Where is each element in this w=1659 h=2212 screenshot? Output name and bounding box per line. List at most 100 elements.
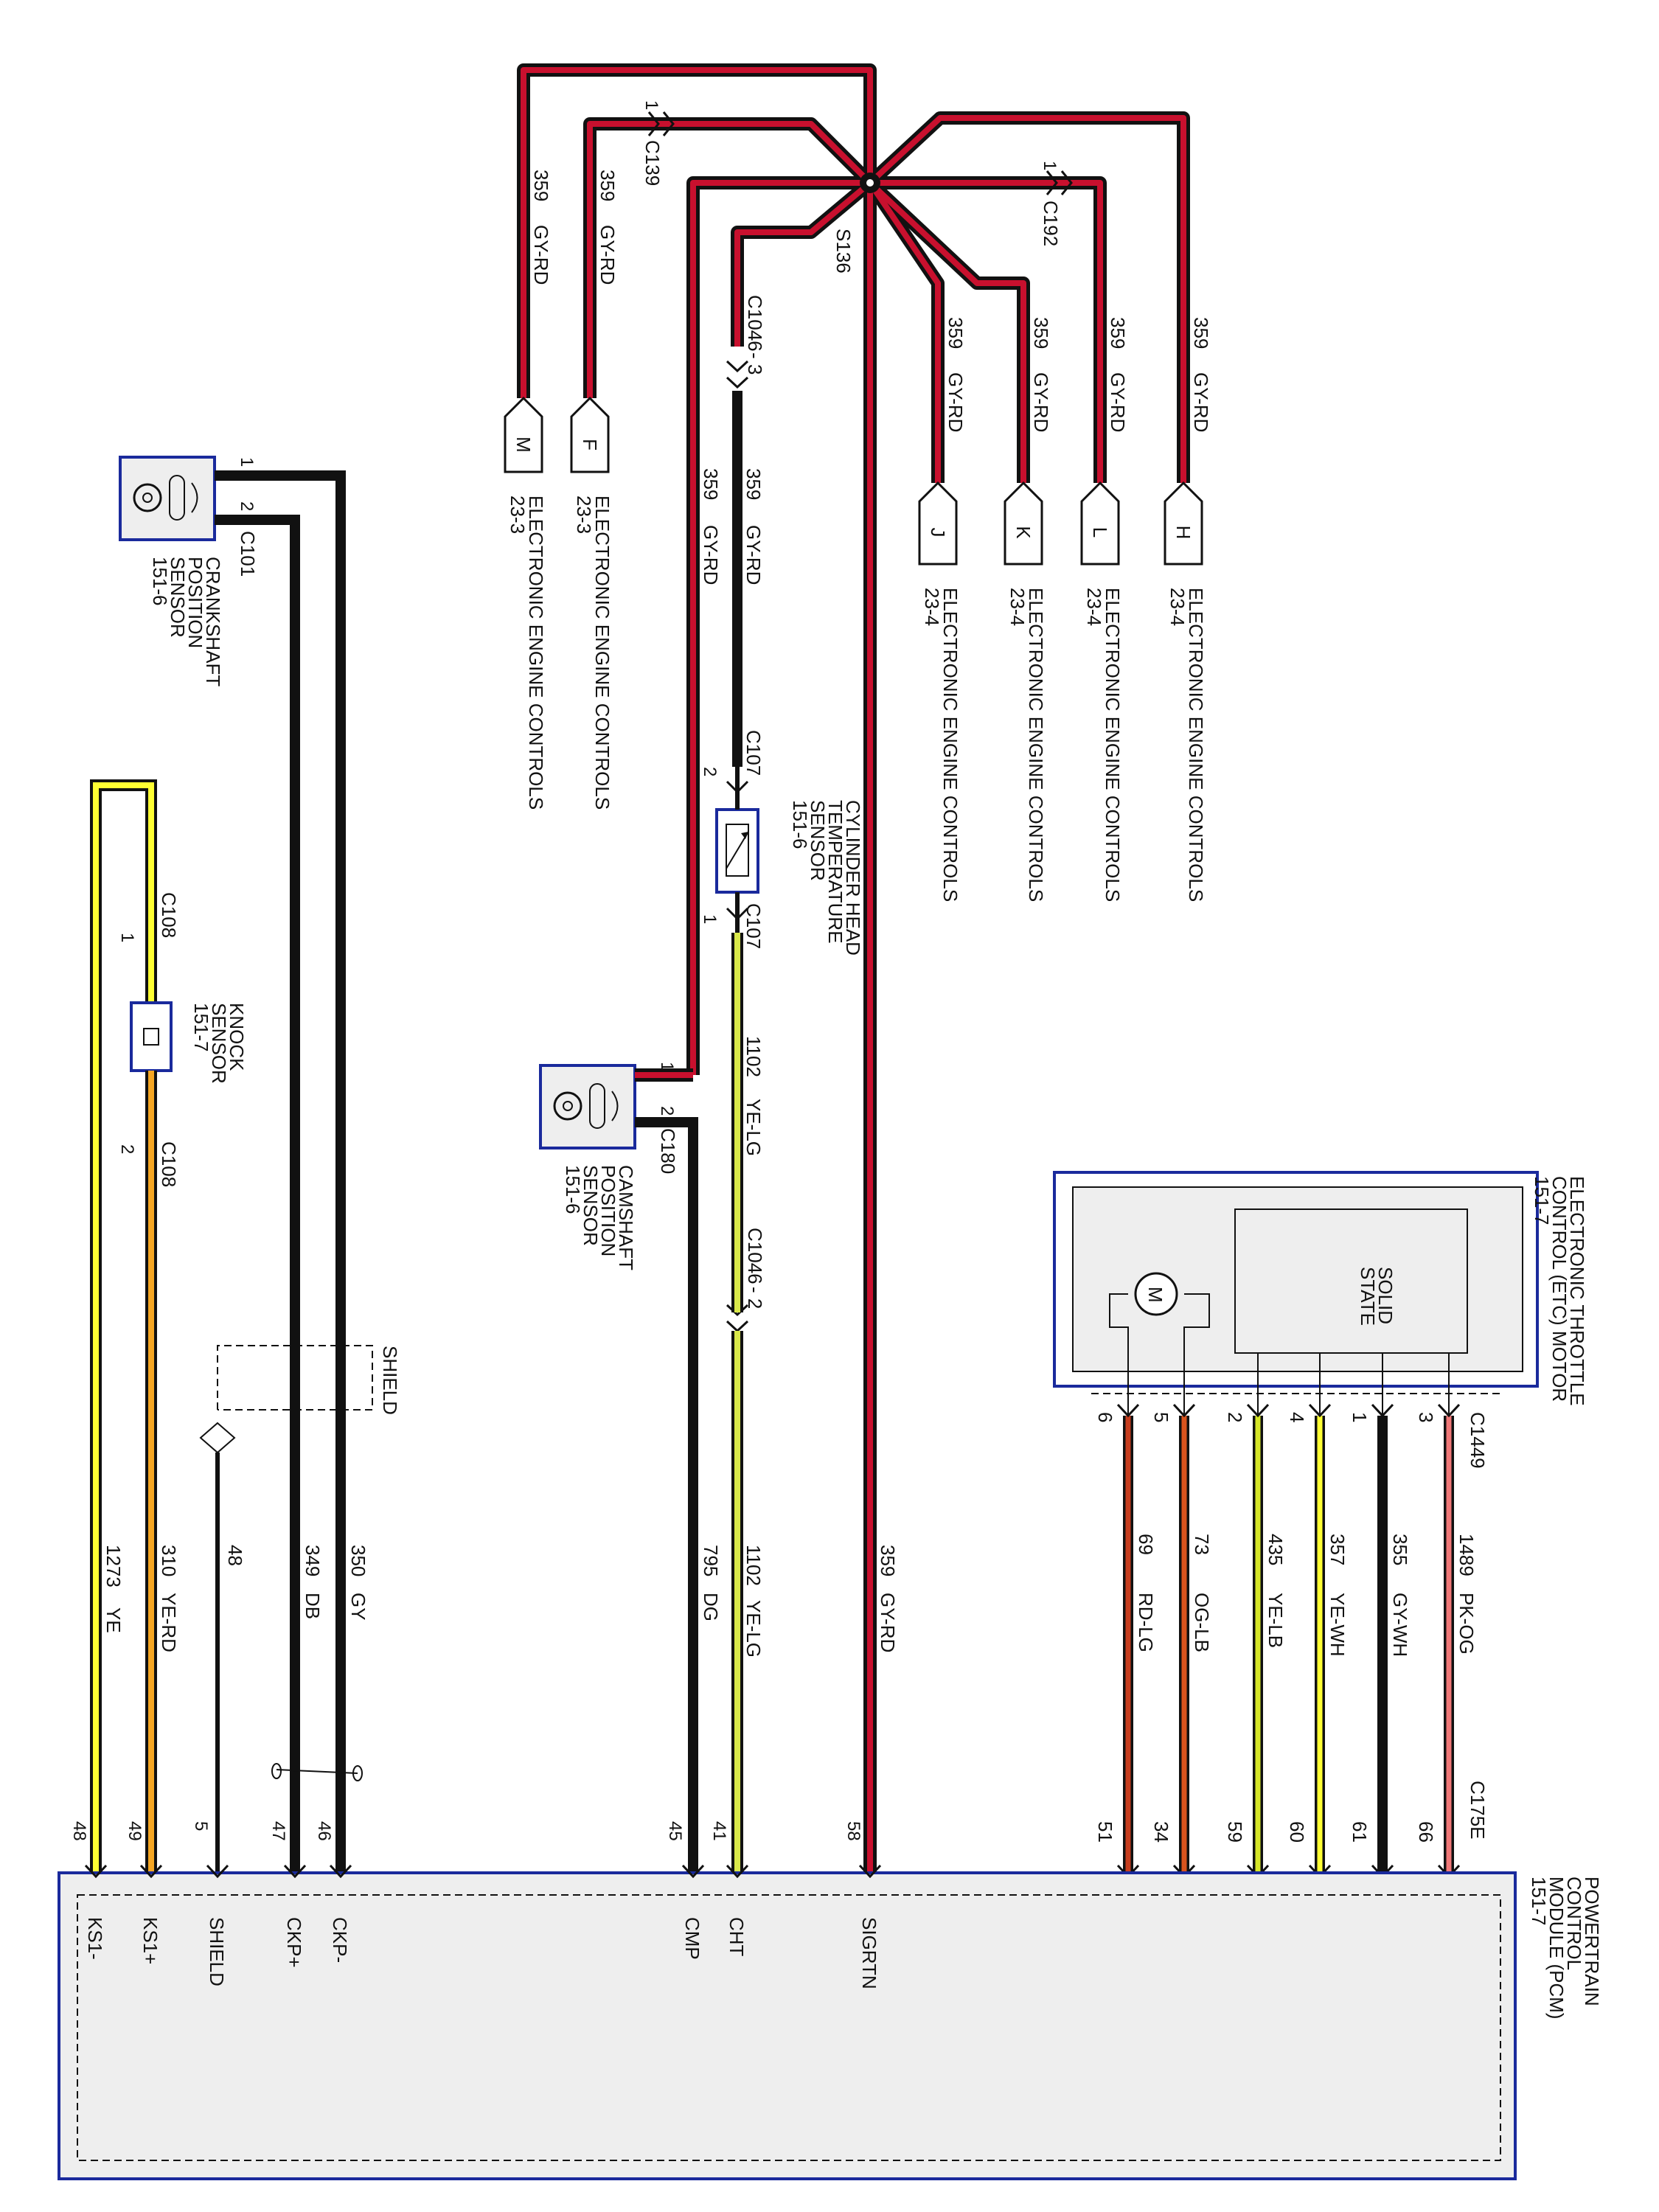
cmp-color: DG [700,1593,722,1621]
crank-label-0: CRANKSHAFT [202,557,224,686]
signal-ks-plus: KS1+ [139,1917,161,1964]
dest-desc-m: ELECTRONIC ENGINE CONTROLS [525,495,547,810]
gy-rd-network [517,63,1190,1888]
conn-letter-f: F [579,439,601,451]
destination-connectors [504,396,1203,566]
etc-pin-1: 1 [1349,1412,1371,1422]
dest-desc-h: ELECTRONIC ENGINE CONTROLS [1185,588,1207,902]
camshaft-sensor [539,1064,636,1150]
pcm-pin-shield: 5 [191,1821,211,1831]
crankshaft-sensor [119,456,216,541]
branch-color-f: GY-RD [597,225,619,285]
pcm-pin-arrows [84,1864,882,1879]
cam-label-1: POSITION [597,1165,619,1256]
etc-wire-3-arrow-top [1246,1403,1270,1418]
etc-pin-3: 2 [1224,1412,1246,1422]
etc-color-1: GY-WH [1389,1593,1411,1657]
splice-label: S136 [832,229,855,274]
ckp-minus-color: GY [347,1593,369,1621]
branch-color-h: GY-RD [1190,372,1212,432]
cht-wire-circuit-lower: 1102 [742,1036,765,1077]
pin-c180-1: 1 [657,1062,677,1071]
etc-pcm-pin-4: 34 [1150,1821,1172,1843]
pin-c1046-bottom: - 2 [744,1287,766,1309]
branch-circuit-j: 359 [945,317,967,349]
knock-label-2: 151-7 [190,1003,212,1052]
motor-symbol [1134,1272,1178,1316]
pin-c101-2: 2 [237,501,257,511]
pcm-module [58,1871,1517,2180]
cht-label-0: CYLINDER HEAD [842,800,864,956]
branch-color-l: GY-RD [1107,372,1129,432]
etc-wire-1-arrow-top [1371,1403,1394,1418]
conn-letter-h: H [1172,526,1194,540]
knock-label-1: SENSOR [208,1003,230,1084]
branch-color-m: GY-RD [530,225,552,285]
dest-desc-f: ELECTRONIC ENGINE CONTROLS [591,495,613,810]
motor-letter: M [1144,1287,1166,1303]
cht-wire-circuit-upper: 359 [742,468,765,500]
pcm-signal-labels: SIGRTN CHT CMP CKP- CKP+ SHIELD KS1+ KS1… [84,1917,880,1989]
inline-connectors [647,111,1073,1333]
etc-circuit-2: 357 [1326,1534,1349,1565]
etc-pcm-pin-5: 51 [1094,1821,1116,1843]
branch-circuit-l: 359 [1107,317,1129,349]
solid-state-0: SOLID [1374,1267,1397,1324]
etc-color-3: YE-LB [1265,1593,1287,1648]
label-c192: C192 [1040,201,1062,246]
dest-ref-l: 23-4 [1083,588,1105,626]
branch-circuit-m: 359 [530,170,552,201]
destination-connector-letters: M F J K L H [512,437,1194,539]
label-c180: C180 [657,1128,679,1174]
conn-letter-k: K [1012,526,1034,539]
label-c175e: C175E [1467,1781,1489,1840]
pcm-pin-ckp-plus: 47 [268,1821,288,1841]
dest-ref-k: 23-4 [1006,588,1029,626]
etc-circuit-3: 435 [1265,1534,1287,1565]
knock-sensor [130,1001,173,1072]
etc-color-4: OG-LB [1191,1593,1213,1652]
signal-cht: CHT [726,1917,748,1957]
sigrtn-circuit: 359 [877,1545,899,1576]
destination-descriptions: 23-3 ELECTRONIC ENGINE CONTROLS 23-3 ELE… [507,495,1207,902]
cht-label-1: TEMPERATURE [824,800,846,944]
etc-pcm-pin-0: 66 [1415,1821,1437,1843]
etc-motor-module [1053,1171,1539,1388]
cht-label-2: SENSOR [807,800,829,881]
dest-ref-f: 23-3 [573,495,595,534]
cht-wire-color-lower: YE-LG [742,1099,765,1156]
ks-plus-circuit: 310 [158,1545,180,1576]
twisted-pair [271,1763,363,1781]
cmp-circuit: 795 [700,1545,722,1576]
dest-ref-h: 23-4 [1166,588,1189,626]
label-c107-top: C107 [742,730,765,776]
pcm-pin-cmp: 45 [665,1821,685,1841]
branch-circuit-f: 359 [597,170,619,201]
pin-c1046-top: - 3 [744,352,766,375]
pcm-pin-numbers: 58 41 45 46 47 5 49 48 [69,1821,863,1841]
etc-pin-5: 6 [1094,1412,1116,1422]
label-c1449: C1449 [1467,1412,1489,1469]
pcm-pin-ckp-minus: 46 [314,1821,334,1841]
pcm-wire-labels: 359 GY-RD 1102 YE-LG 795 DG 350 GY 349 D… [102,1545,899,1658]
cmp-upper-color: GY-RD [700,525,722,585]
etc-color-2: YE-WH [1326,1593,1349,1657]
ks-plus-color: YE-RD [158,1593,180,1652]
etc-pcm-pin-3: 59 [1224,1821,1246,1843]
pin-c107-bottom: 1 [700,914,720,924]
pin-c108-bottom: 2 [117,1144,137,1154]
signal-ks-minus: KS1- [84,1917,106,1960]
cam-label-3: 151-6 [562,1165,584,1214]
pin-c192: 1 [1040,161,1060,170]
etc-circuit-4: 73 [1191,1534,1213,1555]
pcm-label-0: POWERTRAIN [1581,1877,1603,2006]
pcm-pin-ks-minus: 48 [69,1821,89,1841]
label-c107-bottom: C107 [742,903,765,949]
pcm-label-2: MODULE (PCM) [1545,1877,1568,2020]
pcm-label-1: CONTROL [1563,1877,1585,1970]
cht-wire-color-upper: GY-RD [742,525,765,585]
shield-symbol [199,1345,373,1888]
cht-color: YE-LG [742,1600,765,1658]
dest-desc-k: ELECTRONIC ENGINE CONTROLS [1025,588,1047,902]
